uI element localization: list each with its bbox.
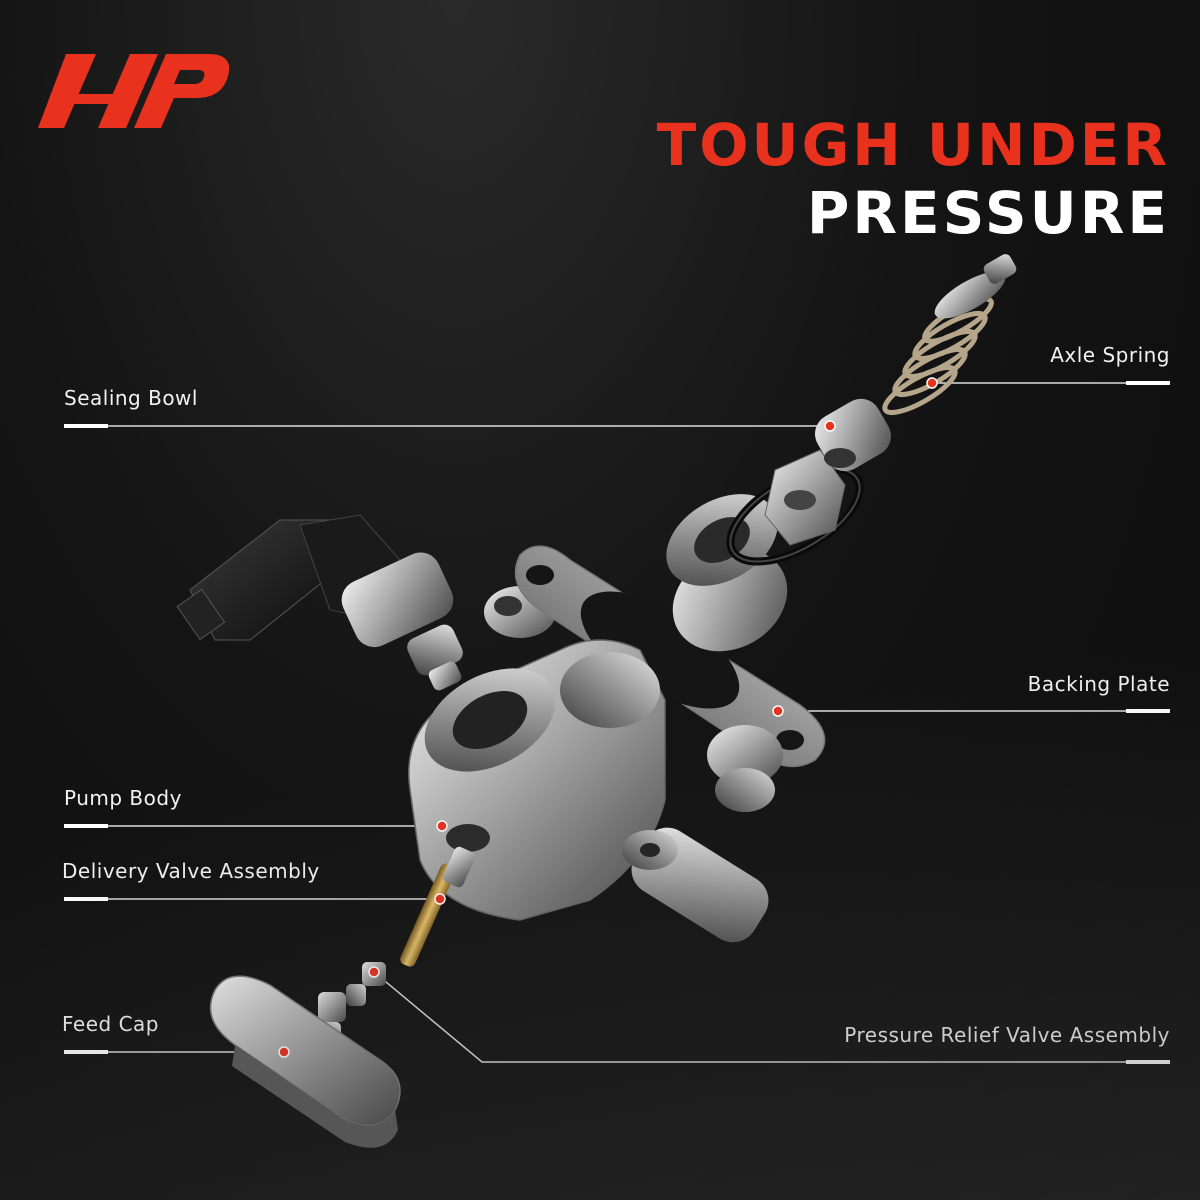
callout-dots (278, 377, 938, 1058)
headline-line-2: PRESSURE (806, 179, 1170, 247)
tick-pressure-relief (1126, 1060, 1170, 1064)
dot-pressure-relief (368, 966, 380, 978)
solenoid-connector (176, 514, 463, 691)
tick-sealing-bowl (64, 424, 108, 428)
tick-feed-cap (64, 1050, 108, 1054)
delivery-valve (400, 846, 476, 967)
leader-pressure-relief (373, 971, 1170, 1063)
backing-plate (514, 545, 826, 768)
retaining-nut (764, 449, 846, 546)
label-backing-plate: Backing Plate (1027, 672, 1170, 696)
label-delivery-valve: Delivery Valve Assembly (62, 859, 320, 883)
leader-end-ticks (64, 381, 1170, 1064)
feed-cap (209, 975, 401, 1148)
tick-backing-plate (1126, 709, 1170, 713)
logo-stroke-2 (98, 54, 158, 128)
dot-backing-plate (772, 705, 784, 717)
dot-pump-body (436, 820, 448, 832)
tick-axle-spring (1126, 381, 1170, 385)
axle-spring (882, 254, 1017, 416)
logo-p (134, 54, 230, 128)
label-sealing-bowl: Sealing Bowl (64, 386, 198, 410)
logo-stroke-1 (38, 54, 96, 128)
label-pump-body: Pump Body (64, 786, 182, 810)
pump-body (408, 639, 666, 921)
label-axle-spring: Axle Spring (1050, 343, 1170, 367)
headline: TOUGH UNDER PRESSURE (657, 116, 1170, 242)
headline-line-1: TOUGH UNDER (656, 111, 1170, 179)
dot-delivery-valve (434, 893, 446, 905)
label-feed-cap: Feed Cap (62, 1012, 159, 1036)
dot-axle-spring (926, 377, 938, 389)
brand-logo (38, 54, 230, 128)
tick-pump-body (64, 824, 108, 828)
sealing-bowl (815, 398, 891, 472)
label-pressure-relief: Pressure Relief Valve Assembly (844, 1023, 1170, 1047)
outlet-fitting (622, 827, 769, 943)
dot-sealing-bowl (824, 420, 836, 432)
lower-plate-fitting (707, 725, 783, 812)
dot-feed-cap (278, 1046, 290, 1058)
tick-delivery-valve (64, 897, 108, 901)
